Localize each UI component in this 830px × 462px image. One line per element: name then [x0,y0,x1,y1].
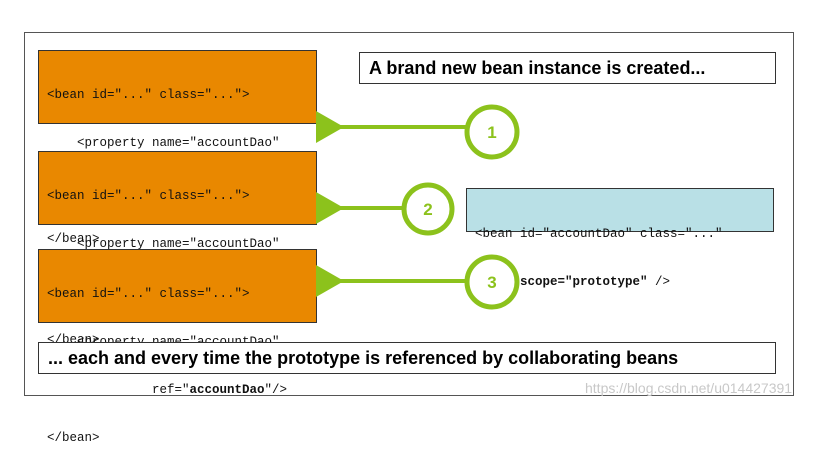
caption-bottom: ... each and every time the prototype is… [38,342,776,374]
step-number-2: 2 [423,200,432,219]
bean-line-open: <bean id="..." class="..."> [47,287,250,301]
bean-line-open: <bean id="..." class="..."> [47,189,250,203]
proto-line-open: <bean id="accountDao" class="..." [475,227,723,241]
step-arrow-3: 3 [316,254,520,310]
proto-line-scope: scope="prototype" /> [520,275,671,289]
step-circle-3 [464,254,520,310]
bean-line-close: </bean> [47,232,100,246]
arrows-layer: 1 2 3 [316,104,520,310]
step-number-1: 1 [487,123,496,142]
step-circle-2 [401,182,455,236]
bean-line-property: <property name="accountDao" [47,136,280,150]
bean-line-close: </bean> [47,431,100,445]
step-arrow-1: 1 [316,104,520,160]
bean-definition-3: <bean id="..." class="..."> <property na… [38,249,317,445]
caption-top: A brand new bean instance is created... [359,52,776,84]
bean-line-open: <bean id="..." class="..."> [47,88,250,102]
step-circle-1 [464,104,520,160]
bean-line-ref: ref="accountDao"/> [47,383,288,397]
step-number-3: 3 [487,273,496,292]
bean-definition-1: <bean id="..." class="..."> <property na… [38,50,317,246]
watermark: https://blog.csdn.net/u014427391 [585,380,793,396]
bean-line-property: <property name="accountDao" [47,237,280,251]
prototype-bean-definition: <bean id="accountDao" class="..." scope=… [466,188,774,289]
step-arrow-2: 2 [316,182,455,236]
